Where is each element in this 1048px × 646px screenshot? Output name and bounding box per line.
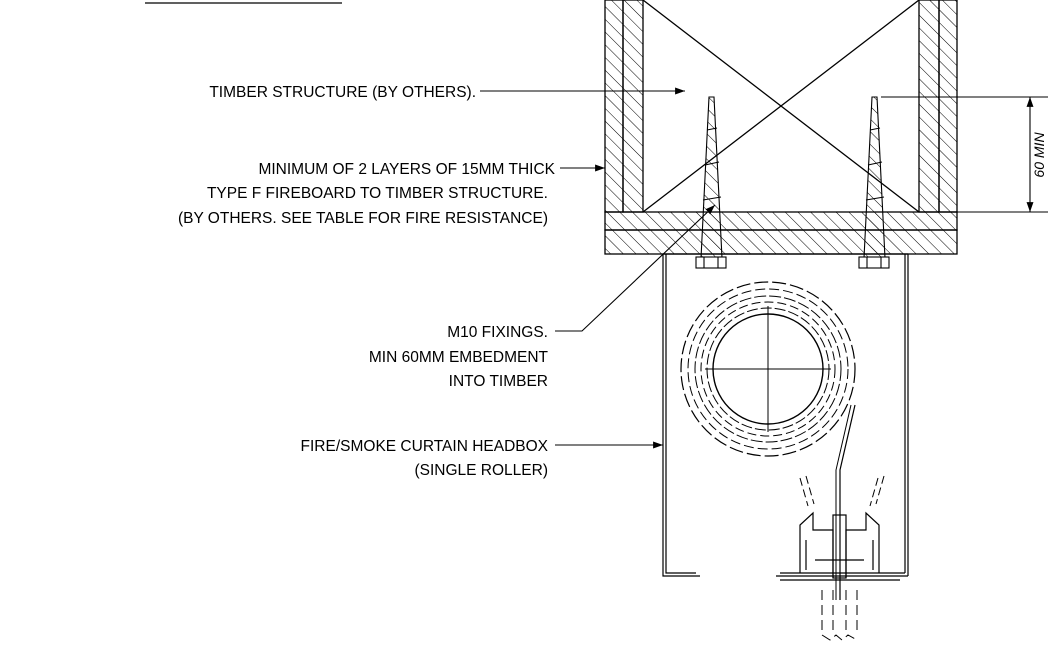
fixing-nut: [858, 256, 890, 269]
leader-fixings: [555, 204, 716, 332]
curtain-fabric: [839, 404, 856, 600]
fireboard-left-inner: [622, 0, 644, 213]
fixing-left: [695, 96, 727, 269]
timber-label: TIMBER STRUCTURE (BY OTHERS).: [209, 84, 476, 101]
timber-cross-line: [642, 0, 920, 213]
fireboard-right-outer: [938, 0, 958, 213]
fixing-nut: [695, 256, 727, 269]
curtain-continuation: [821, 590, 858, 641]
fireboard-label-line1: MINIMUM OF 2 LAYERS OF 15MM THICK: [258, 161, 555, 178]
guide-angles: [799, 475, 885, 507]
headbox-label-line1: FIRE/SMOKE CURTAIN HEADBOX: [301, 438, 549, 455]
fixings-label-line1: M10 FIXINGS.: [447, 324, 548, 341]
fixings-label-line3: INTO TIMBER: [449, 373, 548, 390]
curtain-fabric: [835, 404, 852, 600]
fireboard-bottom-outer: [604, 229, 958, 255]
embedment-dimension: [881, 96, 1048, 213]
fixing-right: [858, 96, 890, 269]
timber-structure: [604, 0, 958, 255]
fixings-label-line2: MIN 60MM EMBEDMENT: [369, 349, 549, 366]
fireboard-right-inner: [918, 0, 940, 213]
embedment-dimension-text: 60 MIN: [1031, 132, 1047, 178]
curtain-headbox: [662, 253, 909, 577]
fireboard-label-line3: (BY OTHERS. SEE TABLE FOR FIRE RESISTANC…: [178, 210, 548, 227]
headbox-label-line2: (SINGLE ROLLER): [414, 462, 548, 479]
fireboard-left-outer: [604, 0, 624, 213]
curtain-bottom-channel: [780, 511, 900, 581]
roller-assembly: [680, 281, 856, 600]
fireboard-bottom-inner: [604, 211, 958, 231]
fireboard-label-line2: TYPE F FIREBOARD TO TIMBER STRUCTURE.: [207, 185, 548, 202]
